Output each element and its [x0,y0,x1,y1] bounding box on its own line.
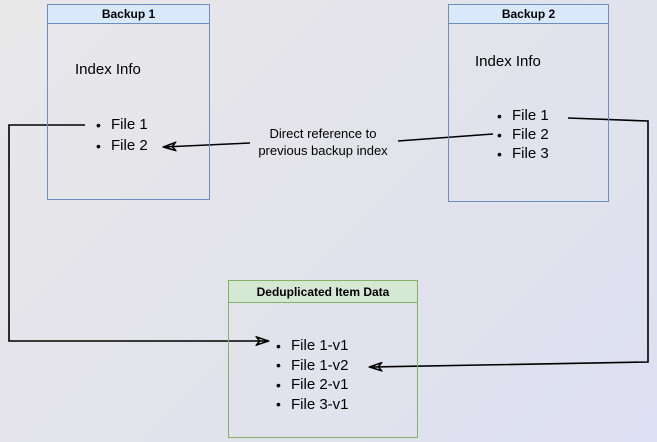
backup2-file-list: • File 1 • File 2 • File 3 [497,106,549,163]
dedup-box: Deduplicated Item Data [228,280,418,438]
list-item: • File 2 [96,135,148,156]
file-label: File 1-v2 [291,356,349,374]
backup2-header: Backup 2 [449,5,608,24]
file-label: File 3-v1 [291,395,349,413]
bullet-icon: • [276,357,281,374]
dedup-file-list: • File 1-v1 • File 1-v2 • File 2-v1 • Fi… [276,336,349,414]
list-item: • File 3-v1 [276,395,349,415]
bullet-icon: • [96,116,101,133]
bullet-icon: • [276,337,281,354]
dedup-title: Deduplicated Item Data [256,284,390,299]
file-label: File 1 [111,116,148,133]
direct-reference-annotation: Direct reference to previous backup inde… [237,125,409,159]
list-item: • File 1-v1 [276,336,349,356]
file-label: File 2-v1 [291,376,349,394]
backup1-box: Backup 1 [47,4,210,200]
annotation-line-2: previous backup index [258,143,388,158]
list-item: • File 2 [497,125,549,144]
file-label: File 2 [512,126,549,143]
backup1-header: Backup 1 [48,5,209,24]
bullet-icon: • [497,107,502,124]
backup1-index-info-label: Index Info [75,61,141,78]
bullet-icon: • [276,376,281,393]
list-item: • File 3 [497,144,549,163]
file-label: File 2 [111,137,148,154]
file-label: File 1-v1 [291,337,349,355]
backup2-box: Backup 2 [448,4,609,202]
backup2-index-info-label: Index Info [475,53,541,70]
list-item: • File 2-v1 [276,375,349,395]
file-label: File 3 [512,145,549,162]
bullet-icon: • [497,126,502,143]
bullet-icon: • [497,145,502,162]
backup2-title: Backup 2 [501,7,556,21]
bullet-icon: • [276,396,281,413]
backup1-file-list: • File 1 • File 2 [96,114,148,156]
list-item: • File 1 [497,106,549,125]
file-label: File 1 [512,107,549,124]
backup1-title: Backup 1 [101,7,156,21]
dedup-header: Deduplicated Item Data [229,281,417,303]
bullet-icon: • [96,137,101,154]
annotation-line-1: Direct reference to [269,126,377,141]
list-item: • File 1-v2 [276,356,349,376]
list-item: • File 1 [96,114,148,135]
